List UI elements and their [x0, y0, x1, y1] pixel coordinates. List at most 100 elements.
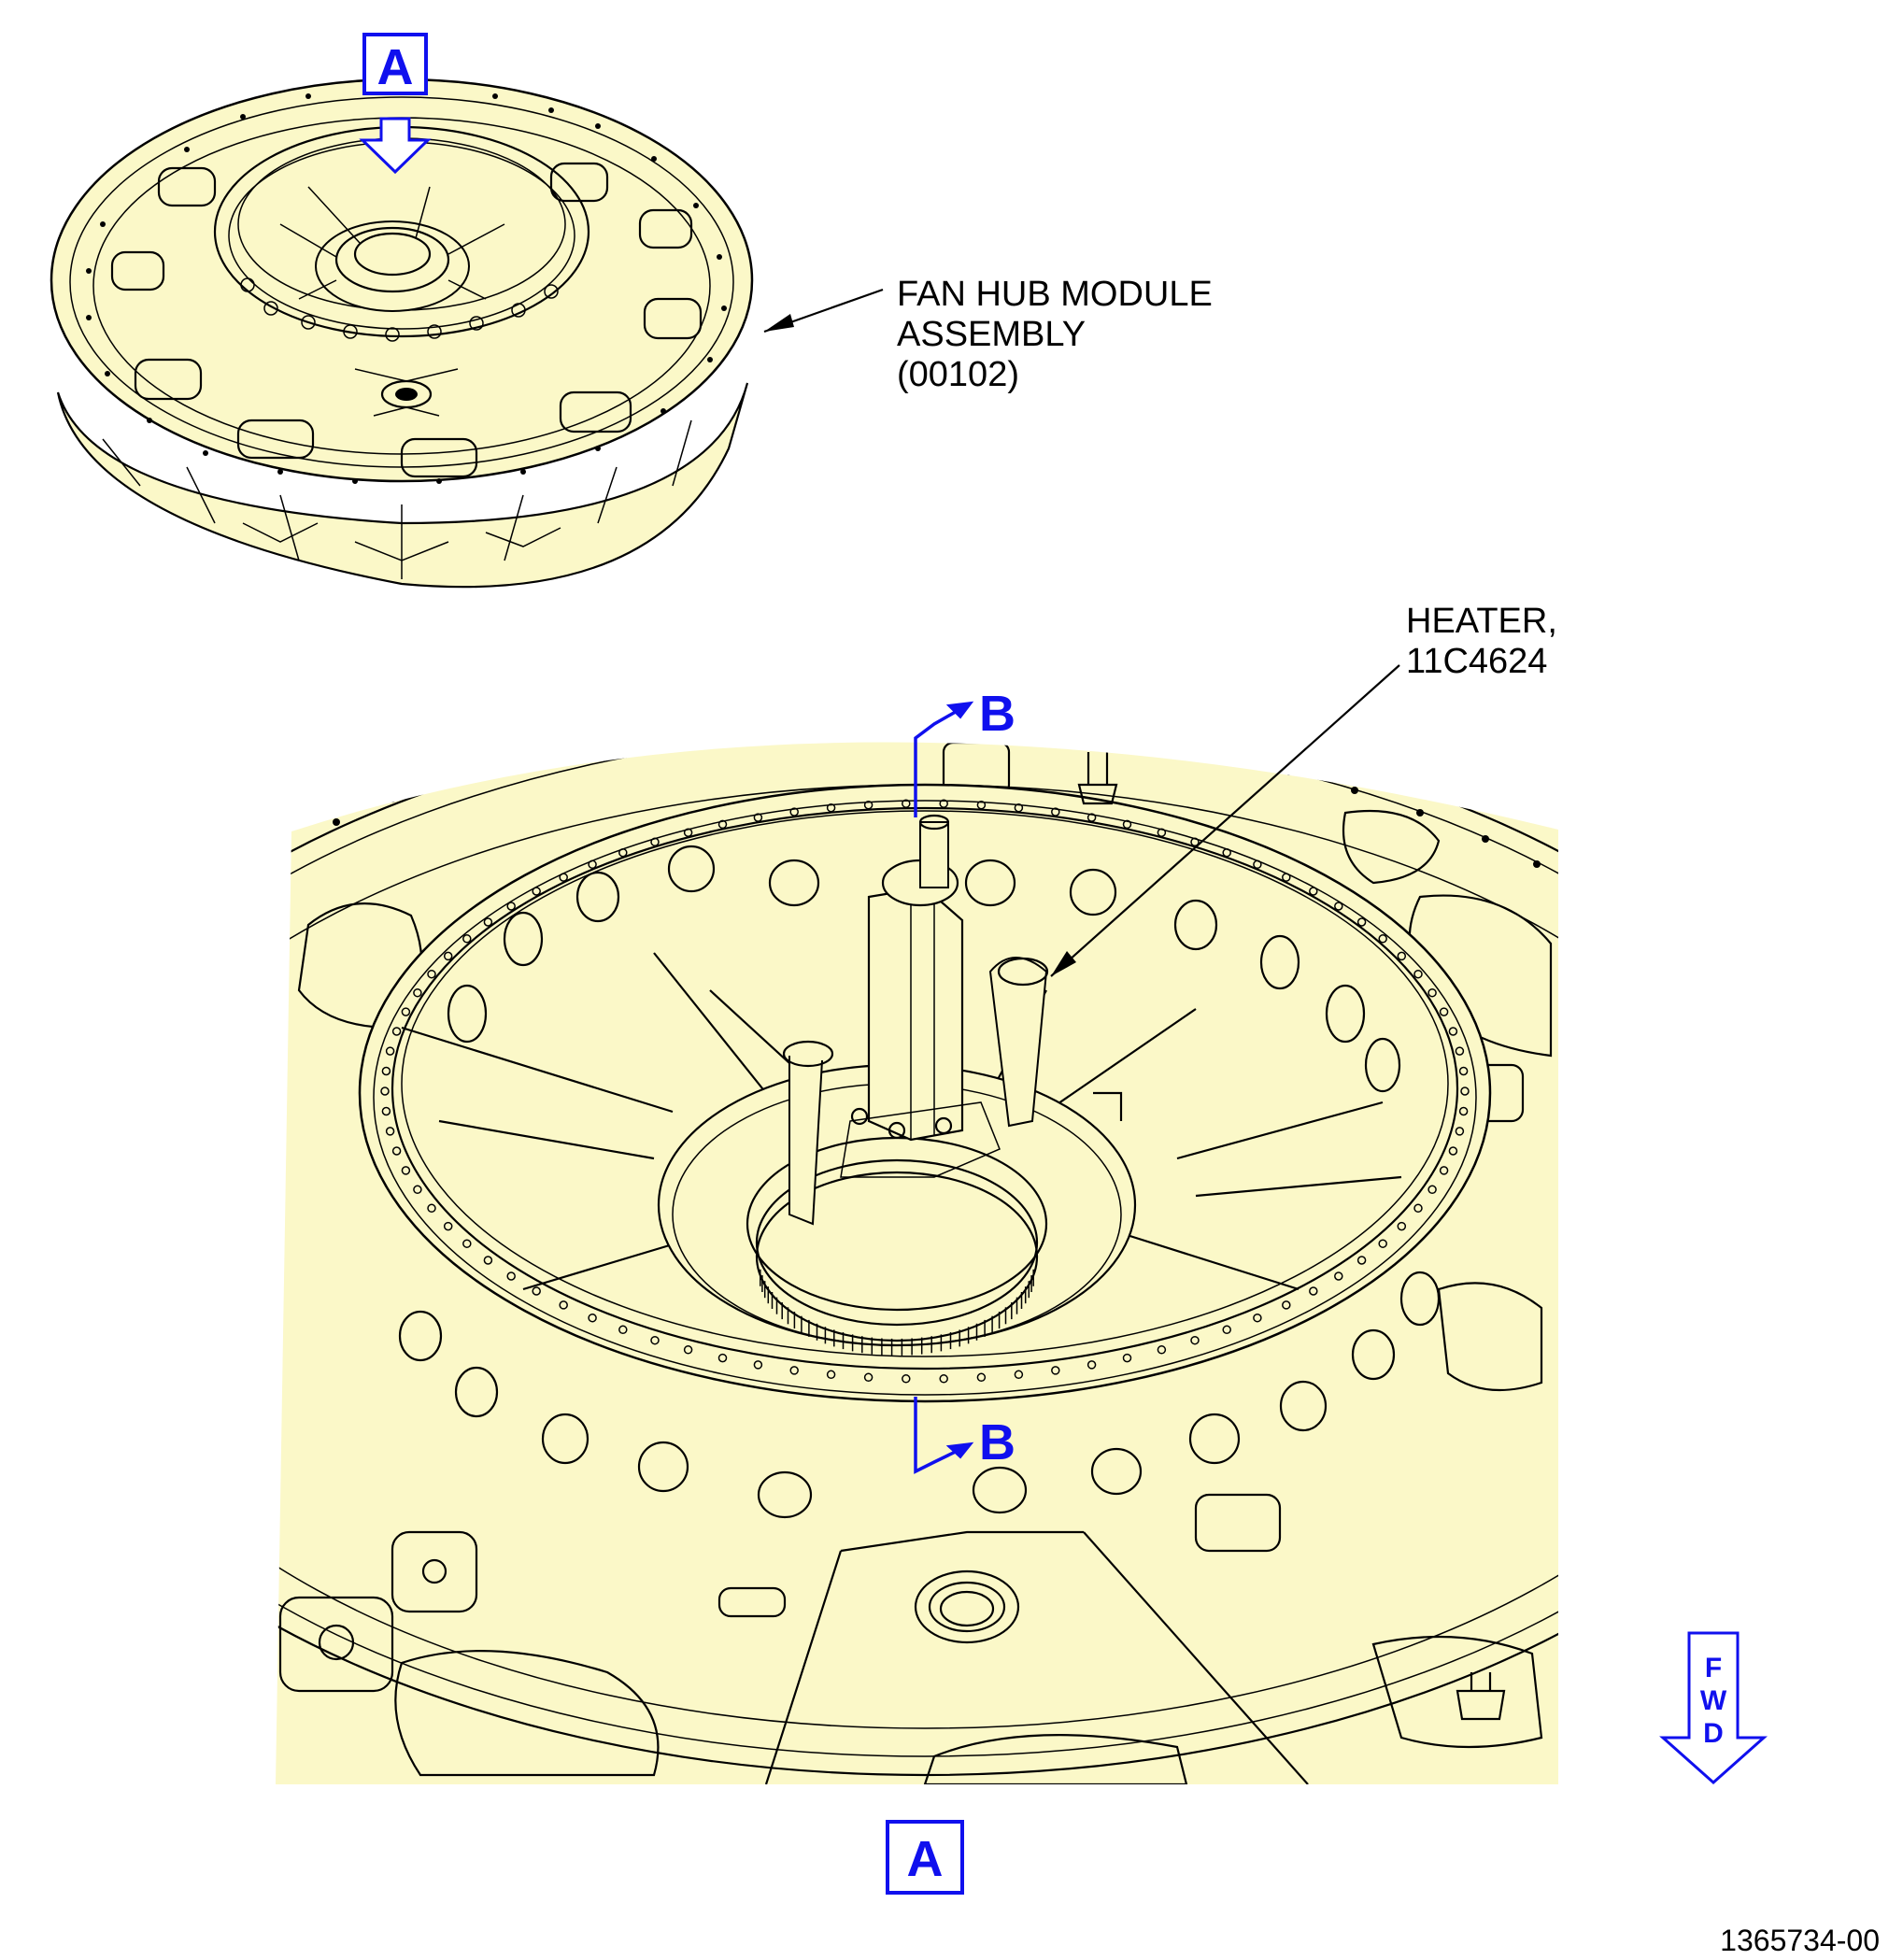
ring-dot — [1458, 1106, 1469, 1116]
ring-holes — [240, 277, 559, 342]
ring-dot — [650, 837, 660, 847]
ring-dot — [1190, 1335, 1200, 1345]
ring-dot — [1122, 1353, 1132, 1363]
ring-dot — [1397, 1221, 1407, 1231]
ring-dot — [462, 934, 472, 944]
ring-dot — [1455, 1046, 1465, 1056]
view-a-indicator-top: A — [359, 33, 432, 175]
ring-dot — [1014, 802, 1024, 813]
ring-dot — [443, 1221, 453, 1231]
ring-dot — [863, 800, 873, 810]
ring-dot — [1157, 828, 1167, 837]
ring-dot — [1413, 1203, 1423, 1214]
ring-dot — [506, 1271, 516, 1281]
ring-dot — [1458, 1066, 1469, 1076]
ring-dot — [1282, 873, 1291, 882]
ring-dot — [1309, 887, 1318, 896]
ring-dot — [401, 1166, 411, 1175]
fwd-arrow: F W D — [1659, 1631, 1768, 1785]
ring-dot — [532, 887, 541, 896]
ring-dot — [1253, 859, 1262, 870]
fan-hub-callout-line3: (00102) — [897, 355, 1019, 394]
ring-dot — [1356, 917, 1367, 927]
ring-dot — [1427, 987, 1437, 998]
view-a-indicator-bottom: A — [886, 1820, 964, 1895]
rim-holes — [86, 93, 727, 484]
ring-dot — [391, 1146, 402, 1156]
fan-hub-callout: FAN HUB MODULE ASSEMBLY (00102) — [763, 275, 1213, 394]
ring-dot — [427, 1203, 436, 1214]
ring-dot — [902, 1374, 911, 1384]
ring-dot — [1448, 1027, 1458, 1036]
section-b-bottom: B — [914, 1397, 1016, 1474]
ring-dot — [1157, 1345, 1167, 1355]
ring-dot — [1460, 1087, 1470, 1096]
ring-dot — [413, 987, 422, 998]
section-b-label-bottom: B — [979, 1414, 1016, 1470]
fan-hub-callout-line2: ASSEMBLY — [897, 315, 1086, 354]
ring-dot — [1190, 837, 1200, 847]
ring-dot — [506, 902, 516, 911]
ring-dot — [1397, 951, 1407, 961]
ring-bosses — [447, 845, 1401, 1093]
heater-tool — [782, 814, 1123, 1226]
fwd-letter-w: W — [1700, 1685, 1727, 1716]
ring-dot — [1427, 1185, 1437, 1195]
ring-dot — [753, 813, 763, 822]
ring-dot — [588, 859, 597, 870]
ring-dot — [413, 1185, 422, 1195]
ring-dot — [1455, 1127, 1465, 1136]
ring-dot — [939, 1374, 948, 1384]
ring-dot — [717, 819, 728, 830]
fwd-letter-d: D — [1703, 1718, 1724, 1749]
ring-dot — [391, 1027, 402, 1036]
ring-dot — [902, 799, 911, 808]
fan-hub-callout-line1: FAN HUB MODULE — [897, 275, 1213, 314]
ring-dot — [683, 828, 693, 837]
ring-dot — [1439, 1166, 1449, 1175]
ring-dot — [462, 1239, 472, 1248]
ring-dot — [385, 1127, 395, 1136]
ring-dot — [1122, 819, 1132, 830]
ring-dot — [1222, 847, 1231, 858]
ring-dot — [1051, 807, 1060, 817]
ring-dot — [532, 1286, 541, 1296]
ring-dot — [618, 1325, 628, 1335]
ring-dot — [559, 873, 568, 882]
ring-dot — [976, 1372, 987, 1383]
ring-dot — [753, 1360, 763, 1370]
heater-callout-line1: HEATER, — [1406, 602, 1557, 641]
ring-dot — [381, 1066, 391, 1076]
ring-dot — [380, 1087, 390, 1096]
ring-dot — [1334, 1271, 1343, 1281]
spline-teeth — [760, 1269, 1034, 1356]
ring-dot — [826, 802, 836, 813]
ring-dot — [976, 800, 987, 810]
ring-dot — [1356, 1256, 1367, 1265]
view-a-label-top: A — [377, 39, 414, 95]
fwd-letter-f: F — [1705, 1653, 1722, 1683]
ring-dot — [1014, 1370, 1024, 1380]
ring-dot — [483, 1256, 493, 1265]
ring-dot-holes — [380, 799, 1470, 1384]
ring-dot — [1378, 934, 1387, 944]
ring-dot — [559, 1300, 568, 1310]
ring-dot — [427, 969, 436, 979]
ring-dot — [826, 1370, 836, 1380]
ring-dot — [1439, 1007, 1449, 1016]
outer-bosses — [398, 1271, 1441, 1519]
ring-dot — [1222, 1325, 1231, 1335]
ring-dot — [483, 917, 493, 927]
ring-dot — [401, 1007, 411, 1016]
section-b-label-top: B — [979, 686, 1016, 742]
ring-dot — [939, 799, 948, 808]
hub-pockets — [110, 162, 703, 478]
ring-dot — [443, 951, 453, 961]
ring-dot — [1282, 1300, 1291, 1310]
ring-dot — [1087, 1360, 1097, 1370]
ring-dot — [717, 1353, 728, 1363]
ring-dot — [863, 1372, 873, 1383]
detail-pockets — [297, 809, 1553, 1785]
section-b-top: B — [914, 686, 1016, 817]
